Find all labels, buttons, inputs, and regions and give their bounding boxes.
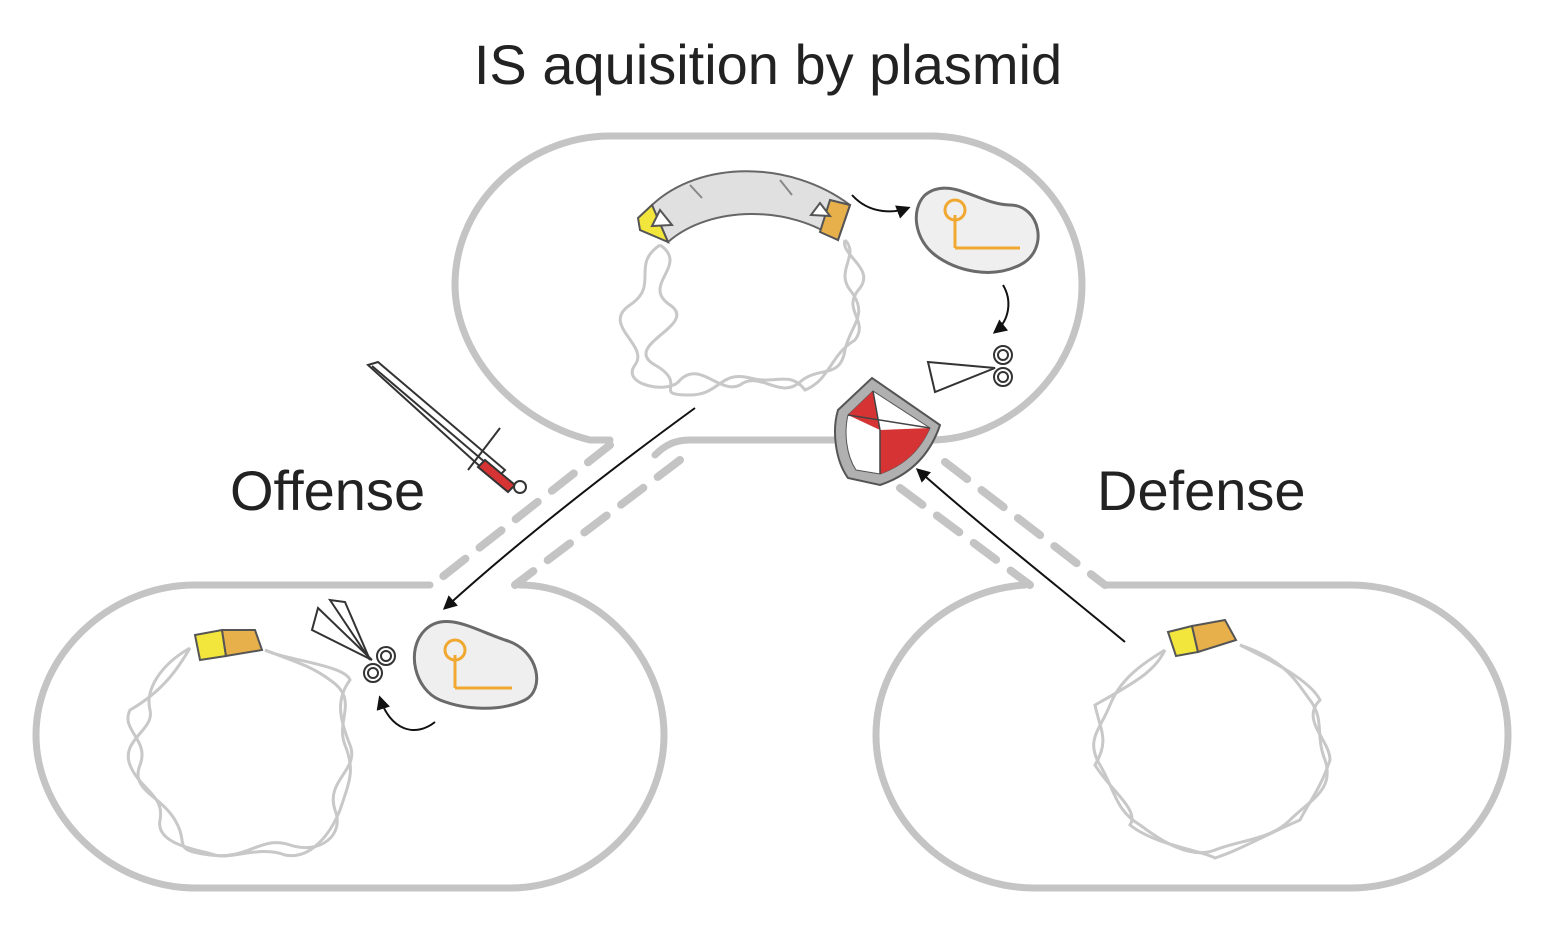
shield-icon [834,376,942,487]
sword-icon [366,360,527,494]
defense-is-remnant-icon [1166,618,1238,658]
scissors-icon [926,345,1013,394]
transposon-icon [636,170,852,244]
arrow-to-top-cell [915,468,1126,643]
arrow-to-effector [851,194,911,219]
defense-bridge [896,458,1109,589]
arrow-to-offense-cell [442,407,696,610]
offense-is-remnant-icon [193,628,264,662]
arrow-to-scissors [992,284,1010,334]
crispr-effector-icon [914,186,1040,274]
offense-arrow-to-scissors [376,695,436,731]
diagram-title: IS aquisition by plasmid [474,33,1062,96]
offense-scissors-icon [310,598,396,683]
top-plasmid-icon [618,238,866,397]
offense-chromosome-icon [126,646,354,858]
defense-chromosome-icon [1092,643,1332,860]
top-cell [451,132,1086,459]
defense-label: Defense [1097,459,1306,522]
offense-bridge [428,441,684,589]
offense-cell [32,581,668,892]
defense-cell [872,581,1512,892]
offense-label: Offense [230,459,425,522]
offense-crispr-effector-icon [412,619,539,710]
